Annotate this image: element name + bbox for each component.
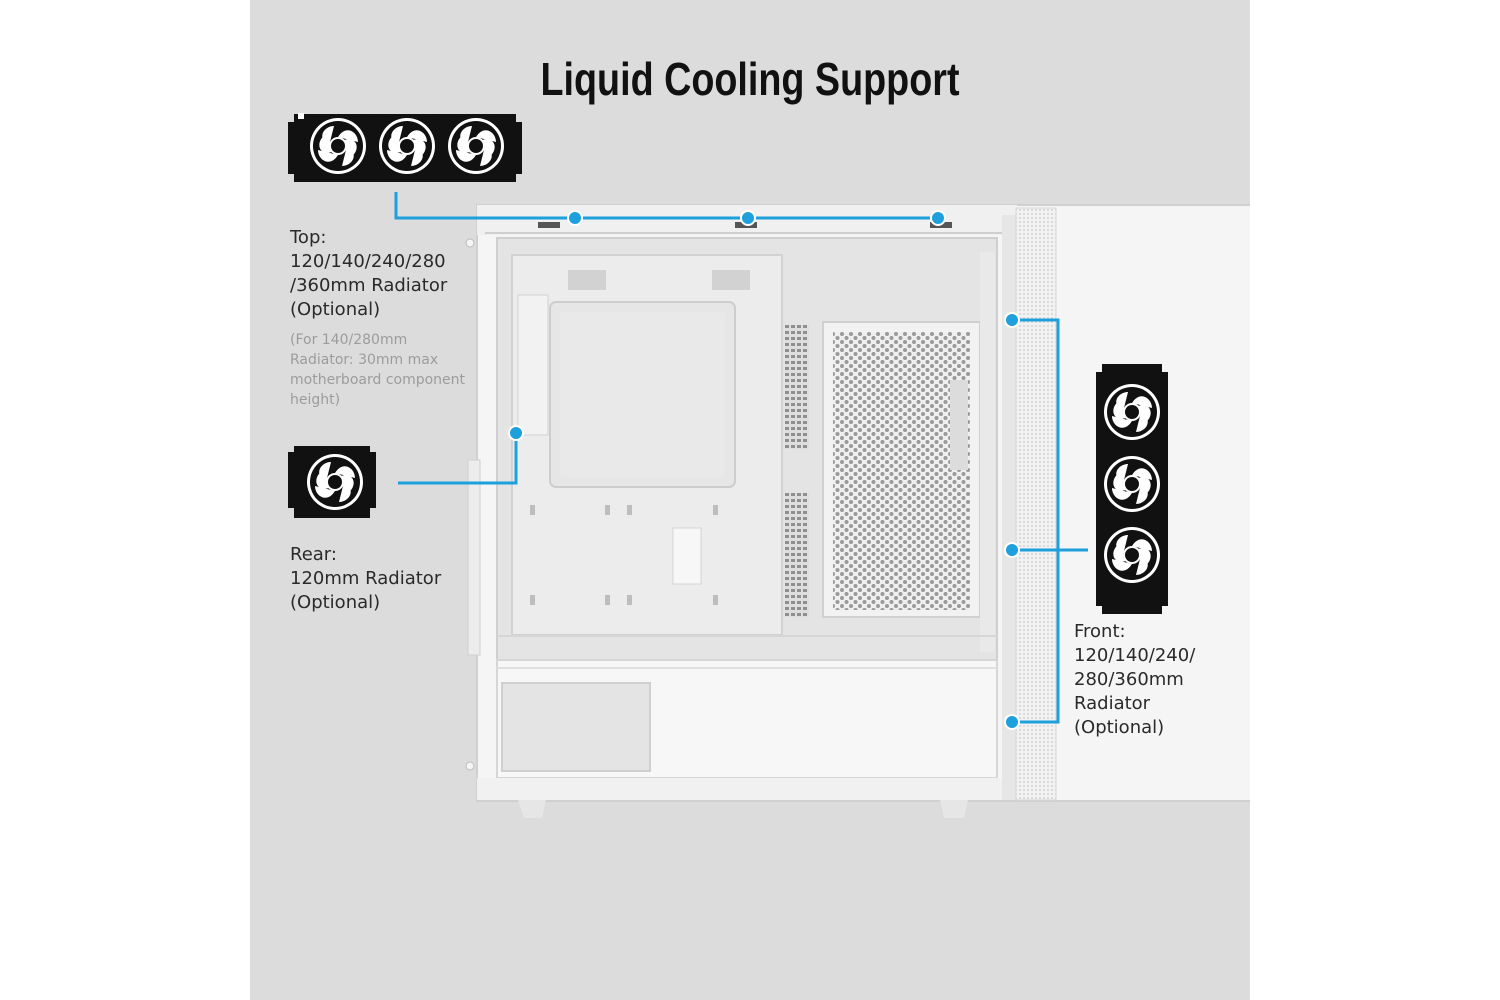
pc-case-illustration bbox=[465, 204, 1250, 818]
diagram-panel: Liquid Cooling Support Top: 120/140/240/… bbox=[250, 0, 1250, 1000]
top-radiator-note: (For 140/280mm Radiator: 30mm max mother… bbox=[290, 332, 466, 408]
callout-dots bbox=[508, 210, 1020, 730]
top-radiator-label: Top: 120/140/240/280 /360mm Radiator (Op… bbox=[290, 227, 448, 320]
diagram-artwork bbox=[288, 113, 1250, 818]
front-radiator-label: Front: 120/140/240/ 280/360mm Radiator (… bbox=[1074, 621, 1196, 738]
radiator-3-fan-horizontal-icon bbox=[288, 113, 522, 182]
radiator-3-fan-vertical-icon bbox=[1096, 364, 1168, 614]
callout-lines bbox=[394, 192, 1088, 724]
rear-radiator-label: Rear: 120mm Radiator (Optional) bbox=[290, 544, 442, 613]
page-title: Liquid Cooling Support bbox=[540, 53, 960, 105]
radiator-1-fan-icon bbox=[288, 446, 376, 518]
